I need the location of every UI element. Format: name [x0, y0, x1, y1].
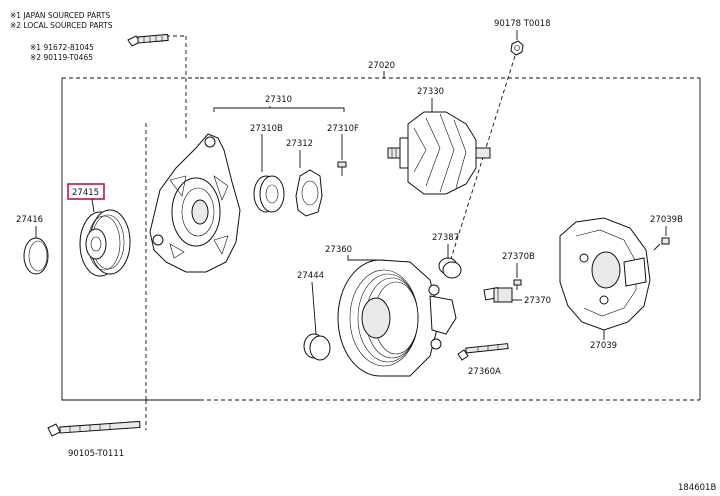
label-27039: 27039 — [590, 341, 617, 351]
label-90105: 90105-T0111 — [68, 449, 124, 459]
seal-ring — [303, 333, 331, 361]
note-bolt-japan: ※1 91672-81045 — [30, 43, 94, 52]
retainer-plate — [295, 169, 323, 217]
top-mounting-bolt — [127, 33, 169, 47]
drive-end-frame — [149, 133, 241, 273]
label-27310B: 27310B — [250, 124, 283, 134]
assembly-frame — [61, 35, 701, 430]
brush-holder — [483, 286, 513, 303]
label-90178: 90178 T0018 — [494, 19, 551, 29]
label-27310: 27310 — [265, 95, 292, 105]
bearing — [253, 175, 285, 213]
catalog-id: 184601B — [678, 483, 716, 493]
label-27415: 27415 — [72, 188, 99, 198]
label-27387: 27387 — [432, 233, 459, 243]
label-27444: 27444 — [297, 271, 324, 281]
label-27370B: 27370B — [502, 252, 535, 262]
label-27039B: 27039B — [650, 215, 683, 225]
note-local-sourced: ※2 LOCAL SOURCED PARTS — [10, 21, 113, 30]
pulley-cap — [23, 237, 49, 275]
label-27370: 27370 — [524, 296, 551, 306]
label-27020: 27020 — [368, 61, 395, 71]
rear-cover-screw — [653, 237, 670, 251]
retainer-screw — [337, 161, 347, 176]
label-27330: 27330 — [417, 87, 444, 97]
note-japan-sourced: ※1 JAPAN SOURCED PARTS — [10, 11, 110, 20]
collar — [438, 257, 462, 279]
brush-holder-screw — [513, 279, 522, 290]
bottom-mounting-bolt — [47, 420, 141, 437]
through-bolt — [457, 343, 509, 361]
pulley — [79, 209, 131, 277]
label-27360: 27360 — [325, 245, 352, 255]
label-27416: 27416 — [16, 215, 43, 225]
label-27360A: 27360A — [468, 367, 501, 377]
rear-cover — [559, 217, 651, 331]
highlight-box-27415 — [67, 183, 105, 200]
rotor — [387, 111, 491, 195]
rectifier-end-frame — [337, 259, 457, 377]
note-bolt-local: ※2 90119-T0465 — [30, 53, 93, 62]
terminal-nut — [510, 40, 524, 56]
label-27312: 27312 — [286, 139, 313, 149]
label-27310F: 27310F — [327, 124, 359, 134]
